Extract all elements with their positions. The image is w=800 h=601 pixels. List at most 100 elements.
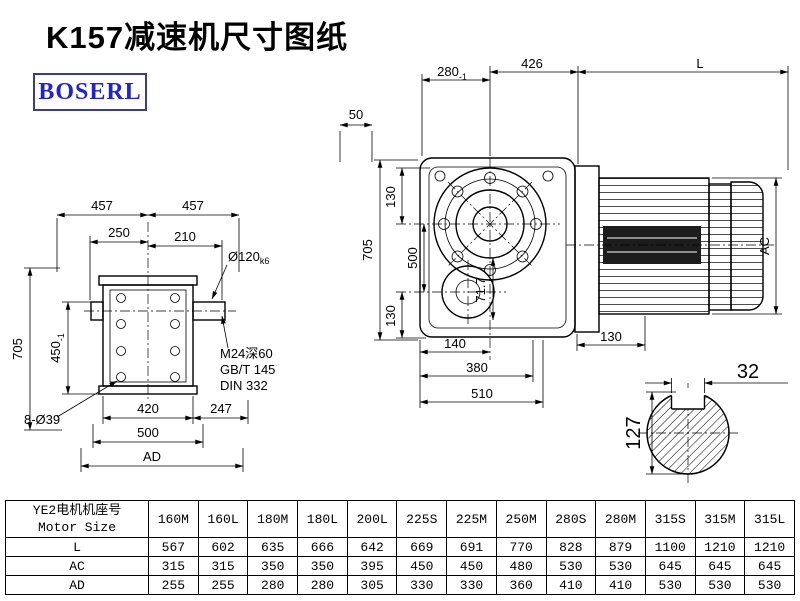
motor-flange bbox=[574, 165, 600, 333]
row-label-L: L bbox=[5, 537, 149, 557]
column-header-315S: 315S bbox=[644, 500, 696, 538]
dim-280: 280-1 bbox=[437, 64, 467, 82]
dim-32-keyway: 32 bbox=[737, 361, 759, 383]
table-cell: 691 bbox=[446, 537, 497, 557]
dim-130-bottom: 130 bbox=[383, 305, 398, 327]
dim-250: 250 bbox=[108, 225, 130, 240]
gearbox-side-view bbox=[396, 157, 576, 360]
table-cell: 315 bbox=[148, 556, 199, 576]
dim-426: 426 bbox=[521, 56, 543, 71]
table-cell: 828 bbox=[545, 537, 597, 557]
dim-450: 450-1 bbox=[48, 333, 66, 363]
dim-140: 140 bbox=[444, 336, 466, 351]
page-title: K157减速机尺寸图纸 bbox=[46, 20, 349, 55]
table-cell: 879 bbox=[595, 537, 646, 557]
motor-fan-cowl bbox=[730, 181, 764, 311]
table-cell: 330 bbox=[396, 575, 448, 595]
dim-500-side: 500 bbox=[405, 247, 420, 269]
tap-note-2: GB/T 145 bbox=[220, 362, 275, 377]
dim-71-7: 71.7 bbox=[473, 277, 488, 302]
motor-endbell bbox=[708, 183, 732, 311]
dim-457-left: 457 bbox=[91, 198, 113, 213]
table-cell: 666 bbox=[297, 537, 348, 557]
column-header-200L: 200L bbox=[346, 500, 398, 538]
motor-side-view bbox=[566, 165, 775, 333]
table-cell: 642 bbox=[346, 537, 398, 557]
table-cell: 530 bbox=[744, 575, 795, 595]
table-cell: 530 bbox=[644, 575, 696, 595]
table-cell: 1100 bbox=[644, 537, 696, 557]
dim-127-shaft: 127 bbox=[623, 416, 645, 449]
table-cell: 567 bbox=[148, 537, 199, 557]
table-cell: 255 bbox=[197, 575, 249, 595]
dim-AD: AD bbox=[143, 449, 161, 464]
table-cell: 330 bbox=[446, 575, 497, 595]
row-label-AC: AC bbox=[5, 556, 149, 576]
table-cell: 635 bbox=[247, 537, 299, 557]
technical-drawing: 280-1 426 L 50 705 130 500 130 71.7 bbox=[10, 56, 789, 484]
table-cell: 315 bbox=[197, 556, 249, 576]
dim-shaft-diameter: Ø120k6 bbox=[228, 249, 269, 266]
table-header-motor-size: YE2电机机座号 Motor Size bbox=[5, 500, 149, 538]
dim-247: 247 bbox=[210, 401, 232, 416]
dim-420: 420 bbox=[137, 401, 159, 416]
tap-note-3: DIN 332 bbox=[220, 378, 268, 393]
column-header-280S: 280S bbox=[545, 500, 597, 538]
table-cell: 410 bbox=[595, 575, 646, 595]
boserl-logo-text: BOSERL bbox=[38, 78, 142, 105]
column-header-180L: 180L bbox=[297, 500, 348, 538]
table-cell: 530 bbox=[694, 575, 746, 595]
table-cell: 280 bbox=[297, 575, 348, 595]
tap-note-1: M24深60 bbox=[220, 346, 273, 361]
table-cell: 350 bbox=[247, 556, 299, 576]
column-header-280M: 280M bbox=[595, 500, 646, 538]
table-header-en: Motor Size bbox=[37, 520, 116, 535]
dim-130-top: 130 bbox=[383, 186, 398, 208]
table-cell: 770 bbox=[495, 537, 547, 557]
table-cell: 530 bbox=[545, 556, 597, 576]
dim-500-front: 500 bbox=[137, 425, 159, 440]
column-header-250M: 250M bbox=[495, 500, 547, 538]
table-cell: 255 bbox=[148, 575, 199, 595]
gearbox-front-view bbox=[84, 222, 236, 400]
table-cell: 450 bbox=[396, 556, 448, 576]
table-cell: 645 bbox=[744, 556, 795, 576]
table-cell: 280 bbox=[247, 575, 299, 595]
row-label-AD: AD bbox=[5, 575, 149, 595]
table-header-cn: YE2电机机座号 bbox=[32, 503, 122, 518]
dim-510: 510 bbox=[471, 386, 493, 401]
housing-outline bbox=[419, 157, 576, 338]
table-cell: 395 bbox=[346, 556, 398, 576]
dim-bolt-holes: 8-Ø39 bbox=[24, 412, 60, 427]
table-cell: 1210 bbox=[694, 537, 746, 557]
table-cell: 350 bbox=[297, 556, 348, 576]
dim-130-foot: 130 bbox=[600, 329, 622, 344]
dim-705-front: 705 bbox=[10, 338, 25, 360]
front-view-dimensions: 457 457 250 210 Ø120k6 705 450-1 8-Ø39 M… bbox=[10, 198, 275, 472]
table-cell: 410 bbox=[545, 575, 597, 595]
dim-380: 380 bbox=[466, 360, 488, 375]
column-header-225S: 225S bbox=[396, 500, 448, 538]
column-header-225M: 225M bbox=[446, 500, 497, 538]
dim-L: L bbox=[696, 56, 703, 71]
table-cell: 480 bbox=[495, 556, 547, 576]
shaft-cross-section: 32 127 bbox=[623, 361, 788, 484]
column-header-315L: 315L bbox=[744, 500, 795, 538]
table-cell: 645 bbox=[694, 556, 746, 576]
column-header-160M: 160M bbox=[148, 500, 199, 538]
dim-AC: AC bbox=[757, 237, 772, 255]
column-header-315M: 315M bbox=[694, 500, 746, 538]
table-cell: 530 bbox=[595, 556, 646, 576]
table-cell: 360 bbox=[495, 575, 547, 595]
column-header-180M: 180M bbox=[247, 500, 299, 538]
dim-210: 210 bbox=[174, 229, 196, 244]
table-cell: 450 bbox=[446, 556, 497, 576]
table-cell: 669 bbox=[396, 537, 448, 557]
table-cell: 645 bbox=[644, 556, 696, 576]
